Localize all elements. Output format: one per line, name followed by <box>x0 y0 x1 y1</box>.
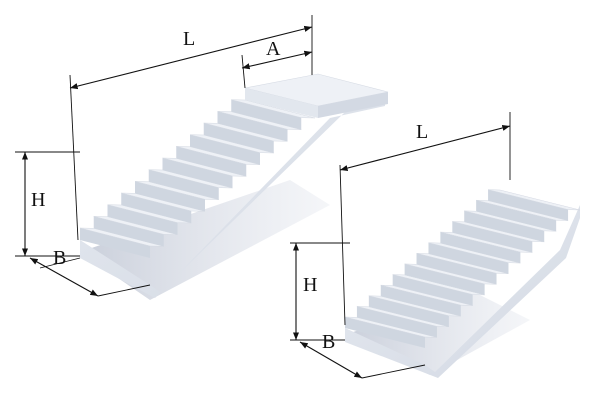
left-stair-steps <box>79 99 316 258</box>
left-dimensions: L A H B <box>15 15 313 297</box>
step-riser <box>416 253 497 285</box>
step-tread <box>231 99 316 119</box>
step-riser <box>368 295 449 327</box>
step-tread <box>488 189 581 211</box>
step-riser <box>392 274 473 306</box>
step-riser <box>93 216 164 247</box>
left-B-label: B <box>53 247 66 269</box>
step-riser <box>380 285 461 317</box>
left-stair <box>79 73 389 300</box>
step-riser <box>452 221 533 253</box>
right-stair-steps <box>344 189 581 348</box>
step-riser <box>190 134 260 165</box>
right-H-label: H <box>303 274 317 296</box>
step-riser <box>135 181 205 212</box>
left-A-dimension-line <box>241 50 313 70</box>
step-riser <box>404 263 485 295</box>
left-B-dimension-line <box>29 257 99 297</box>
step-riser <box>476 200 557 232</box>
right-dimensions: L H B <box>290 112 511 379</box>
step-riser <box>148 169 219 200</box>
left-L-label: L <box>183 28 195 50</box>
left-L-dimension-line <box>69 25 313 90</box>
left-A-label: A <box>266 38 281 60</box>
right-L-label: L <box>416 121 428 143</box>
step-riser <box>217 111 288 142</box>
right-B-label: B <box>322 331 335 353</box>
step-riser <box>345 317 425 348</box>
step-riser <box>162 158 233 188</box>
step-riser <box>176 146 247 177</box>
left-stair-shadow <box>80 180 330 300</box>
right-L-dimension-line <box>339 124 511 172</box>
step-riser <box>440 232 521 264</box>
right-B-dimension-line <box>299 341 363 379</box>
right-stair <box>344 189 581 378</box>
step-riser <box>428 242 509 274</box>
step-riser <box>464 210 545 242</box>
step-riser <box>231 99 302 130</box>
step-riser <box>488 189 569 221</box>
step-riser <box>107 204 178 235</box>
step-riser <box>203 123 274 153</box>
step-riser <box>356 306 437 338</box>
step-riser <box>121 193 192 223</box>
step-riser <box>80 228 150 258</box>
left-H-label: H <box>31 189 45 211</box>
